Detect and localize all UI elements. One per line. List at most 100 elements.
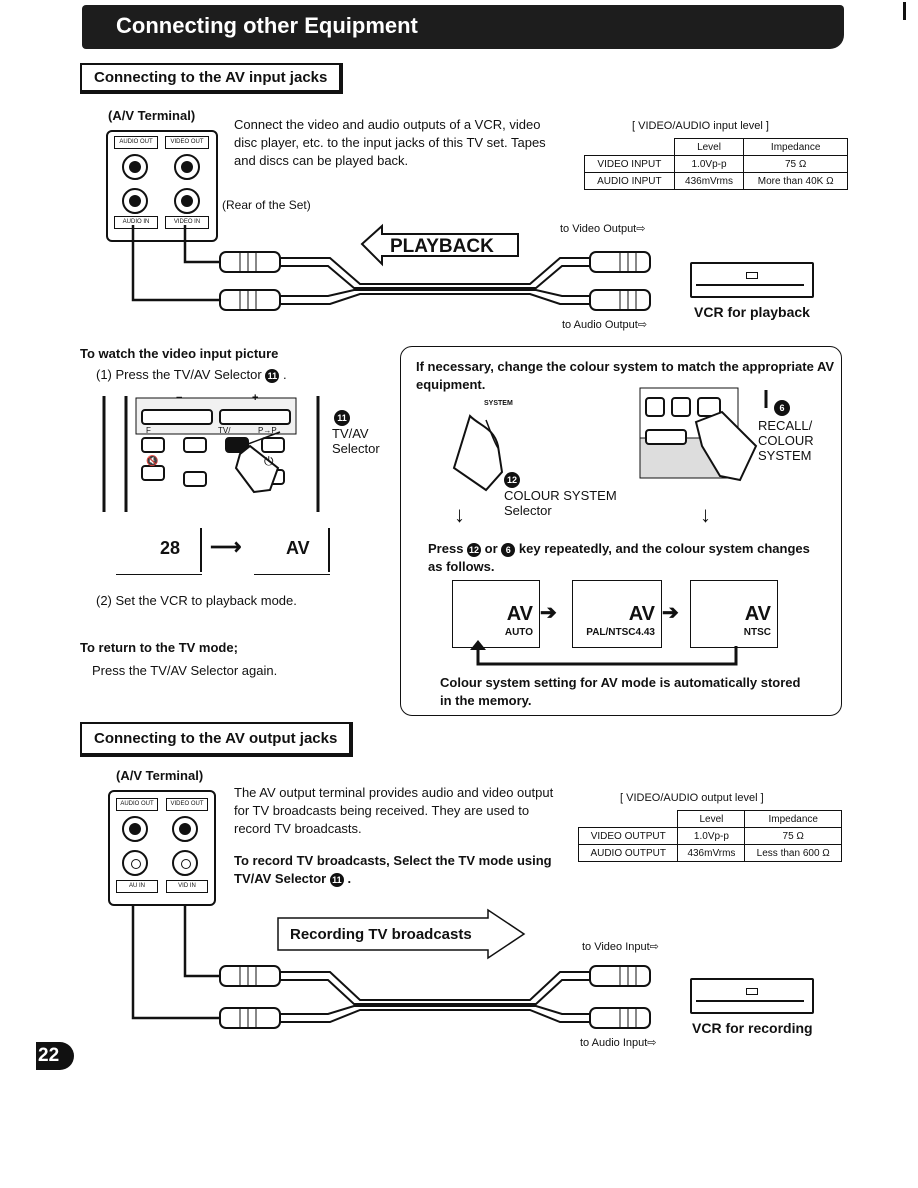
mode-av-label: AV	[628, 603, 655, 625]
rca-plug-icon	[219, 251, 281, 273]
down-arrow-icon: ↓	[454, 502, 465, 527]
channel-divider-left	[200, 528, 202, 572]
record-badge-11: 11	[329, 872, 344, 887]
recording-arrow-icon	[277, 908, 526, 960]
audio-cable	[131, 904, 220, 1020]
press-text-b: key repeatedly, and the colour system ch…	[428, 541, 810, 574]
volume-down-button	[141, 409, 213, 425]
page-number-tab: 22	[36, 1042, 74, 1070]
edge-mark	[903, 2, 906, 20]
selector-6-badge: 6	[774, 400, 790, 416]
rca-plug-icon	[589, 251, 651, 273]
table-cell: 75 Ω	[743, 155, 848, 173]
remote-minus-label: −	[176, 392, 183, 404]
remote-pp-label: P→P	[258, 426, 277, 435]
recording-cable-diagram	[131, 904, 651, 1029]
remote-power-icon: ⏻	[264, 454, 274, 468]
section-title-av-input: Connecting to the AV input jacks	[80, 63, 344, 94]
recall-colour-system-label: RECALL/ COLOUR SYSTEM	[758, 418, 814, 463]
colour-mode-ntsc: AV NTSC	[690, 580, 778, 648]
remote-plus-label: +	[252, 392, 259, 404]
remote-f-label: F	[146, 426, 151, 435]
table-cell: Less than 600 Ω	[744, 844, 842, 862]
channel-underline-left	[116, 574, 202, 575]
table-row: Level Impedance	[584, 138, 848, 156]
rca-plug-icon	[219, 1007, 281, 1029]
remote-mute-icon: 🔇	[146, 456, 159, 467]
output-level-table: Level Impedance VIDEO OUTPUT 1.0Vp-p 75 …	[577, 810, 842, 862]
jack-socket-icon	[172, 850, 198, 876]
output-level-title: [ VIDEO/AUDIO output level ]	[620, 792, 764, 804]
table-cell	[578, 810, 679, 828]
jack-label: VIDEO OUT	[166, 798, 208, 811]
volume-up-button	[219, 409, 291, 425]
terminal-label: (A/V Terminal)	[116, 768, 204, 783]
table-header: Impedance	[744, 810, 842, 828]
return-title: To return to the TV mode;	[80, 640, 238, 655]
colour-button-illustration	[452, 387, 768, 492]
watch-step1-text: (1) Press the TV/AV Selector	[96, 367, 262, 382]
table-cell: 436mVrms	[673, 172, 745, 190]
record-note: To record TV broadcasts, Select the TV m…	[234, 852, 554, 888]
jack-label: VIDEO IN	[165, 216, 209, 229]
table-cell: 75 Ω	[744, 827, 842, 845]
press-text-a: Press	[428, 541, 464, 556]
rca-plug-icon	[589, 1007, 651, 1029]
table-cell: AUDIO INPUT	[584, 172, 675, 190]
vcr-device-icon	[690, 262, 814, 298]
to-video-input-label: to Video Input⇨	[582, 941, 659, 953]
terminal-label: (A/V Terminal)	[108, 108, 196, 123]
video-cable	[183, 904, 220, 978]
page-title: Connecting other Equipment	[116, 13, 418, 38]
pressing-hand-icon	[694, 410, 758, 482]
colour-mode-auto: AV AUTO	[452, 580, 540, 648]
table-cell: More than 40K Ω	[743, 172, 848, 190]
page-header-banner: Connecting other Equipment	[82, 5, 844, 49]
return-loop-arrow	[470, 640, 738, 666]
to-video-output-label: to Video Output⇨	[560, 223, 646, 235]
section-title-av-output: Connecting to the AV output jacks	[80, 722, 354, 757]
colour-intro: If necessary, change the colour system t…	[416, 359, 835, 392]
watch-step2: (2) Set the VCR to playback mode.	[96, 593, 297, 608]
record-note-end: .	[347, 871, 352, 886]
table-cell: 1.0Vp-p	[673, 155, 745, 173]
system-tag: SYSTEM	[484, 400, 513, 407]
playback-arrow-icon	[360, 223, 519, 267]
table-header: Impedance	[743, 138, 848, 156]
section1-description: Connect the video and audio outputs of a…	[234, 117, 546, 168]
jack-plug-icon	[172, 816, 198, 842]
rca-plug-icon	[219, 289, 281, 311]
to-audio-input-label: to Audio Input⇨	[580, 1037, 657, 1049]
jack-plug-icon	[122, 188, 148, 214]
vcr-device-icon	[690, 978, 814, 1014]
jack-plug-icon	[122, 816, 148, 842]
jack-label: AUDIO OUT	[114, 136, 158, 149]
input-level-title: [ VIDEO/AUDIO input level ]	[632, 120, 769, 132]
watch-step1: (1) Press the TV/AV Selector 11 .	[96, 366, 287, 384]
watch-title: To watch the video input picture	[80, 346, 279, 361]
jack-label: VIDEO OUT	[165, 136, 209, 149]
arrow-right-icon: ➔	[540, 602, 557, 624]
vcr-recording-label: VCR for recording	[692, 1020, 813, 1036]
rca-plug-icon	[589, 289, 651, 311]
pressing-hand-icon	[452, 414, 504, 492]
arrow-right-icon: ➔	[662, 602, 679, 624]
av-terminal-panel: AUDIO OUT VIDEO OUT AU IN VID IN	[108, 790, 216, 906]
jack-socket-icon	[122, 154, 148, 180]
table-cell	[584, 138, 675, 156]
mode-sub-label: NTSC	[743, 627, 771, 638]
table-header: Level	[673, 138, 745, 156]
table-cell: 1.0Vp-p	[677, 827, 746, 845]
mode-av-label: AV	[744, 603, 771, 625]
rca-plug-icon	[589, 965, 651, 987]
colour-mode-pal: AV PAL/NTSC4.43	[572, 580, 662, 648]
playback-cable-diagram	[131, 223, 651, 311]
jack-label: AU IN	[116, 880, 158, 893]
mode-av-label: AV	[506, 603, 533, 625]
memory-note: Colour system setting for AV mode is aut…	[440, 675, 801, 708]
press-instruction: Press 12 or 6 key repeatedly, and the co…	[428, 540, 818, 576]
video-cable	[183, 225, 220, 264]
press-badge-12: 12	[467, 542, 482, 557]
rca-plug-icon	[219, 965, 281, 987]
remote-control-illustration	[102, 396, 320, 512]
